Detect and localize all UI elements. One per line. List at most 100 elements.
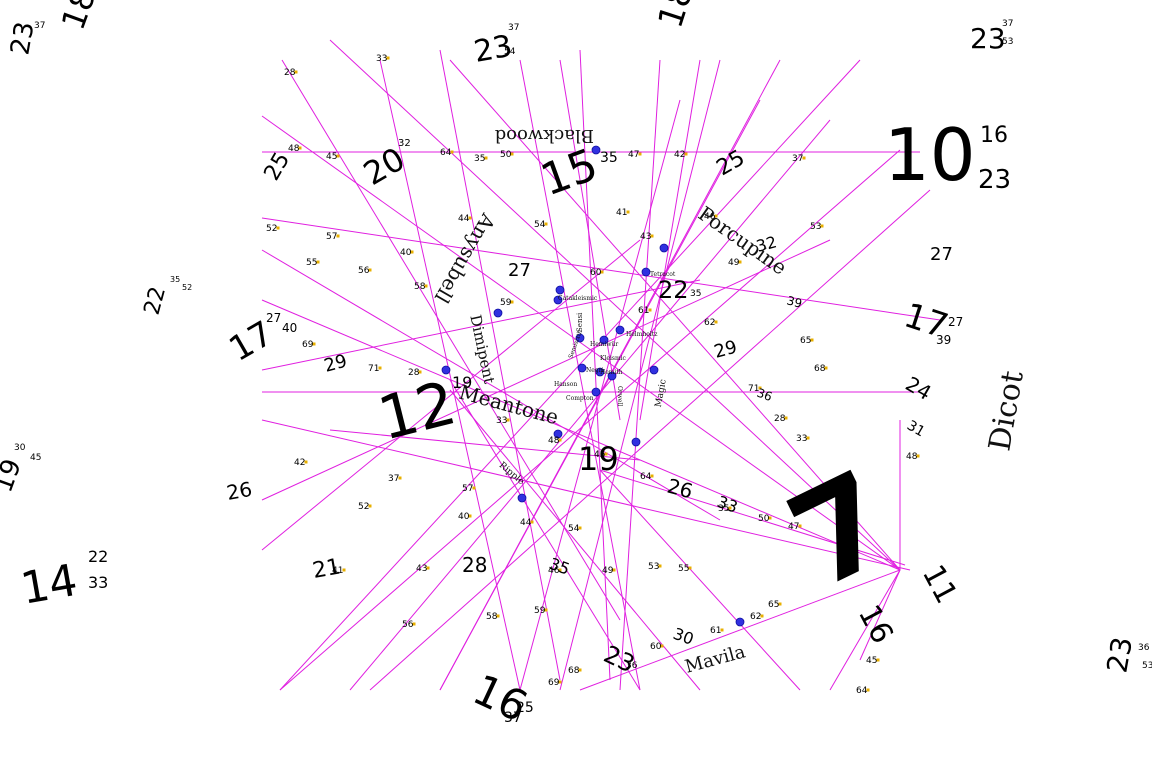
label-19[interactable]: 19 [578,440,619,478]
small-number-label: 59 [534,606,546,616]
label-36[interactable]: 36 [755,386,774,404]
tick-marker [368,504,372,508]
tick-marker [544,222,548,226]
place-negri[interactable]: Negri [586,367,604,374]
label-23-right[interactable]: 23 36 53 [1100,634,1152,675]
place-compton[interactable]: Compton [566,395,594,402]
temperament-node[interactable] [517,493,527,503]
small-number-label: 41 [616,208,627,218]
label-12[interactable]: 12 19 [372,368,473,454]
place-kleismic[interactable]: Kleismic [600,355,627,362]
label-20[interactable]: 20 32 [357,138,411,193]
place-dicot[interactable]: Dicot [982,368,1030,453]
small-number-label: 53 [648,562,659,572]
label-18-top[interactable]: 18 [651,0,702,33]
label-26a[interactable]: 26 [225,477,254,505]
temperament-node[interactable] [591,145,601,155]
label-21[interactable]: 21 [311,554,343,583]
label-29b[interactable]: 29 [712,337,740,363]
svg-text:32: 32 [398,138,411,149]
small-number-label: 33 [496,416,507,426]
map-line [279,149,901,691]
label-39[interactable]: 39 [785,293,803,310]
label-29a[interactable]: 29 [322,351,350,377]
label-24[interactable]: 24 [902,372,936,406]
label-23-bottom[interactable]: 23 36 [599,640,639,678]
temperament-node[interactable] [607,371,617,381]
temperament-node[interactable] [493,308,503,318]
svg-text:30: 30 [671,624,697,649]
svg-text:36: 36 [626,661,638,671]
place-sensi[interactable]: Sensi [576,312,584,332]
temperament-node[interactable] [649,365,659,375]
temperament-node[interactable] [553,295,563,305]
small-number-label: 47 [788,522,799,532]
temperament-node[interactable] [735,617,745,627]
label-14[interactable]: 14 22 33 [17,547,108,615]
place-blackwood[interactable]: Blackwood [495,125,594,146]
temperament-node[interactable] [595,367,605,377]
tick-marker [304,460,308,464]
temperament-node[interactable] [659,243,669,253]
place-orwell[interactable]: Orwell [616,386,623,406]
place-ripple[interactable]: Ripple [497,461,526,488]
tick-marker [728,506,732,510]
label-28a[interactable]: 28 [462,553,487,577]
map-line [449,379,641,691]
place-magic[interactable]: Magic [654,379,669,409]
place-mavila[interactable]: Mavila [683,641,748,677]
tick-marker [768,516,772,520]
label-27-right[interactable]: 27 [930,244,953,265]
svg-text:22: 22 [658,276,689,304]
label-22[interactable]: 22 35 [658,276,701,304]
place-tetracot[interactable]: Tetracot [650,271,676,278]
tick-marker [876,658,880,662]
label-19-left[interactable]: 19 30 45 [0,443,41,496]
tick-marker [784,416,788,420]
label-15[interactable]: 15 35 [534,139,618,206]
label-17-west[interactable]: 17 27 40 [223,311,298,370]
temperament-node[interactable] [615,325,625,335]
temperament-node[interactable] [631,437,641,447]
place-hemithirds[interactable]: Hemith [600,369,623,376]
label-22-left[interactable]: 22 35 52 [140,275,193,318]
place-porcupine[interactable]: Porcupine [694,201,792,279]
svg-text:45: 45 [30,453,41,463]
tick-marker [468,514,472,518]
tick-marker [410,250,414,254]
label-17-east[interactable]: 17 27 39 [899,296,963,347]
temperament-node[interactable] [577,363,587,373]
label-23-topright[interactable]: 23 37 53 [970,19,1013,55]
place-hemiwuerschmidt[interactable]: Hemiwür [590,341,618,348]
label-23-top[interactable]: 23 37 54 [471,23,519,70]
label-26b[interactable]: 26 [665,474,696,504]
temperament-node[interactable] [599,335,609,345]
label-30a[interactable]: 30 [671,624,697,649]
svg-text:53: 53 [1002,37,1013,47]
place-catakleismic[interactable]: Catakleismic [558,295,598,302]
temperament-node[interactable] [641,267,651,277]
label-31[interactable]: 31 [904,418,927,441]
temperament-node[interactable] [555,285,565,295]
small-number-label: 52 [266,224,277,234]
tick-marker [368,268,372,272]
svg-text:40: 40 [282,321,297,335]
tick-marker [658,564,662,568]
label-7[interactable]: 7 11 16 [767,442,964,650]
label-10[interactable]: 10 16 23 [884,113,1011,197]
label-27[interactable]: 27 [508,260,531,281]
svg-text:35: 35 [600,150,618,166]
place-hanson[interactable]: Hanson [554,381,577,388]
temperament-node[interactable] [575,333,585,343]
label-18-topleft[interactable]: 18 [54,0,104,35]
label-32[interactable]: 32 [754,232,779,256]
svg-text:23: 23 [970,22,1006,55]
temperament-node[interactable] [441,365,451,375]
label-23-topleft[interactable]: 23 37 [5,19,45,57]
place-helmholtz[interactable]: Helmholtz [626,331,657,338]
tick-marker [626,210,630,214]
tick-marker [426,566,430,570]
small-number-label: 33 [796,434,807,444]
temperament-node[interactable] [591,387,601,397]
temperament-node[interactable] [553,429,563,439]
